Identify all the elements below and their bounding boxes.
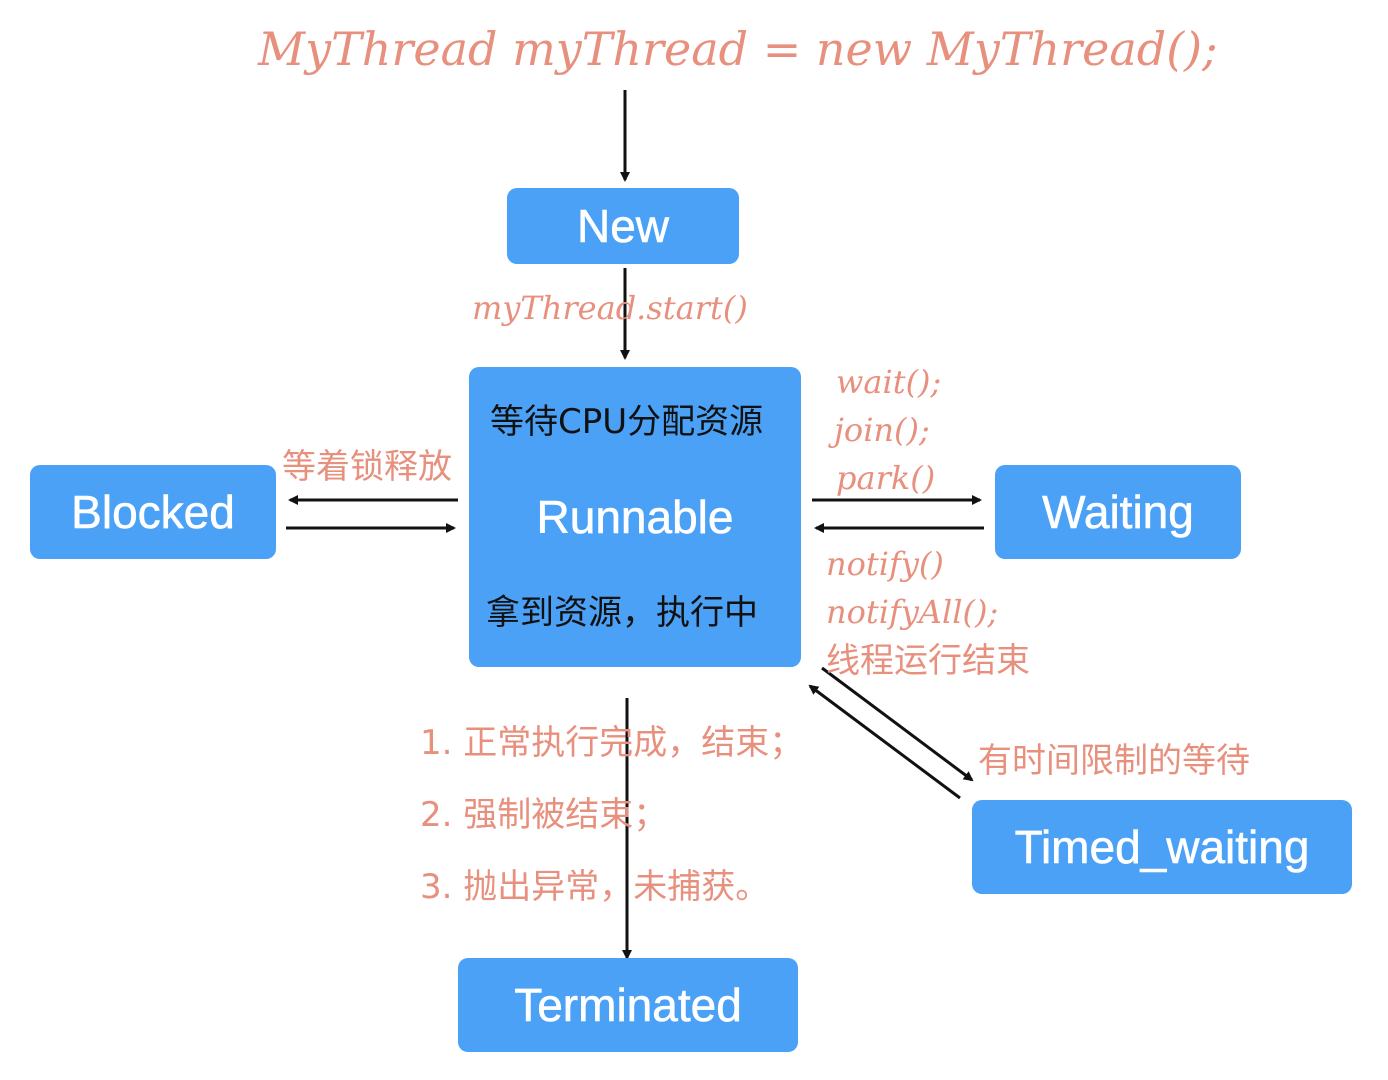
runnable-executing-text: 拿到资源，执行中 [486, 593, 758, 633]
notify-all-call-label: notifyAll(); [826, 593, 999, 631]
join-call-label: join(); [834, 411, 930, 449]
state-blocked: Blocked [30, 465, 276, 559]
state-new-label: New [576, 200, 670, 253]
state-runnable-label: Runnable [536, 491, 734, 544]
timed-wait-label: 有时间限制的等待 [978, 741, 1250, 781]
state-terminated: Terminated [458, 958, 798, 1052]
state-runnable: Runnable [469, 367, 801, 667]
terminate-reason-3: 3. 抛出异常，未捕获。 [420, 867, 770, 907]
park-call-label: park() [836, 459, 936, 497]
state-new: New [507, 188, 739, 264]
state-waiting-label: Waiting [1042, 486, 1194, 539]
start-call-label: myThread.start() [472, 289, 748, 327]
wait-call-label: wait(); [836, 363, 942, 401]
state-terminated-label: Terminated [514, 979, 742, 1032]
state-blocked-label: Blocked [71, 486, 235, 539]
terminate-reason-1: 1. 正常执行完成，结束； [420, 723, 804, 763]
state-waiting: Waiting [995, 465, 1241, 559]
blocked-lock-label: 等着锁释放 [282, 447, 452, 487]
state-timed-waiting: Timed_waiting [972, 800, 1352, 894]
terminate-reason-2: 2. 强制被结束； [420, 795, 668, 835]
runnable-waiting-cpu-text: 等待CPU分配资源 [490, 402, 764, 442]
state-timed-waiting-label: Timed_waiting [1014, 821, 1310, 874]
arrow-runnable-to-timed-waiting [821, 666, 974, 782]
thread-finished-label: 线程运行结束 [826, 641, 1030, 681]
arrow-timed-waiting-to-runnable [808, 684, 961, 800]
constructor-code: MyThread myThread = new MyThread(); [258, 22, 1218, 76]
notify-call-label: notify() [826, 545, 944, 583]
